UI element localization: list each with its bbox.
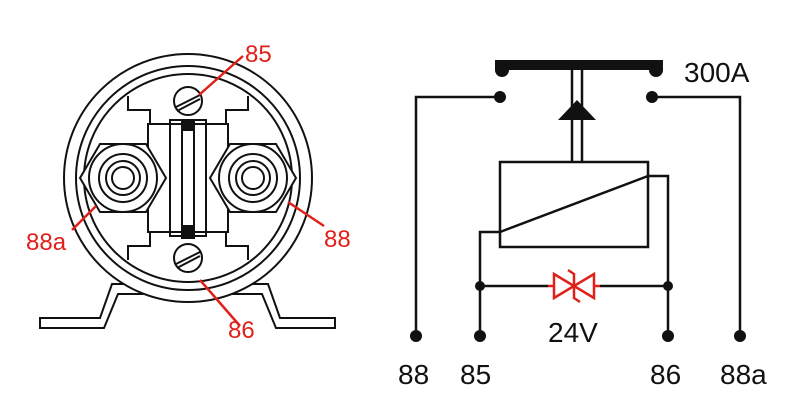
terminal-label-88a: 88a xyxy=(720,359,767,390)
contact-bar xyxy=(495,60,663,70)
coil-diagonal xyxy=(499,174,649,234)
wire-86 xyxy=(648,174,670,336)
terminal-label-86: 86 xyxy=(650,359,681,390)
label-86: 86 xyxy=(228,317,255,344)
label-88: 88 xyxy=(324,226,351,253)
coil-strap-top xyxy=(181,119,195,131)
leader-85 xyxy=(198,55,244,96)
wire-85 xyxy=(478,230,500,336)
rating-label: 300A xyxy=(684,57,750,88)
wire-88 xyxy=(414,95,500,336)
coil-box xyxy=(498,160,650,249)
mounting-bracket xyxy=(39,283,336,329)
actuator-arrow xyxy=(558,100,596,120)
label-85: 85 xyxy=(245,41,272,68)
solenoid-front-view xyxy=(39,53,336,329)
coil-strap-bottom xyxy=(181,225,195,237)
schematic xyxy=(410,60,746,342)
terminal-label-85: 85 xyxy=(460,359,491,390)
bidirectional-tvs-diode-icon xyxy=(548,268,600,304)
terminal-dot-86 xyxy=(662,330,674,342)
terminal-dot-88 xyxy=(410,330,422,342)
coil-strap xyxy=(181,119,195,239)
terminal-88-nut xyxy=(208,143,298,213)
terminal-label-88: 88 xyxy=(398,359,429,390)
leader-86 xyxy=(199,279,241,327)
housing-inner xyxy=(75,65,301,291)
terminal-dot-85 xyxy=(474,330,486,342)
terminal-88a-nut xyxy=(78,143,168,213)
label-leaders xyxy=(71,55,325,327)
terminal-dot-88a xyxy=(734,330,746,342)
leader-88 xyxy=(287,200,325,228)
wire-88a xyxy=(652,95,742,336)
voltage-label: 24V xyxy=(548,317,598,348)
leader-88a xyxy=(71,205,97,231)
label-88a: 88a xyxy=(26,229,67,256)
